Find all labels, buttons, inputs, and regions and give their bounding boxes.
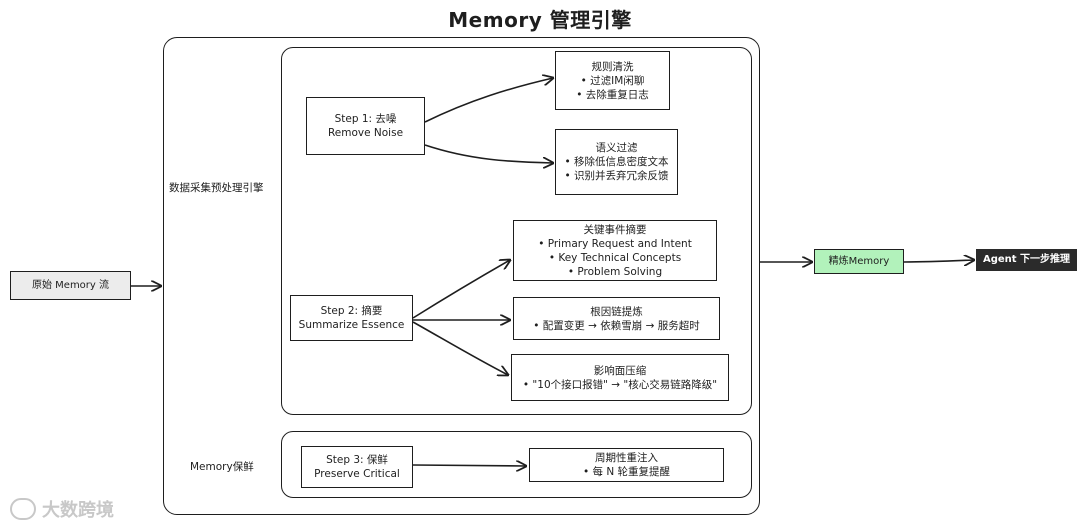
memory-keep-label: Memory保鲜 [190, 461, 254, 473]
memory-engine-container [163, 37, 760, 515]
rule-clean-title: 规则清洗 [591, 60, 634, 73]
watermark-logo-icon [10, 498, 36, 520]
memory-keep-container [281, 431, 752, 498]
step2-node: Step 2: 摘要 Summarize Essence [290, 295, 413, 341]
step1-node: Step 1: 去噪 Remove Noise [306, 97, 425, 155]
engine-label: 数据采集预处理引擎 [169, 182, 264, 194]
watermark-text: 大数跨境 [42, 500, 114, 521]
impact-title: 影响面压缩 [593, 364, 647, 377]
step1-line1: Step 1: 去噪 [334, 113, 397, 125]
semantic-filter-title: 语义过滤 [595, 142, 638, 154]
reinject-title: 周期性重注入 [595, 452, 658, 464]
rule-clean-item: • 过滤IM闲聊 [580, 74, 645, 87]
arrow-step1-to-semantic [424, 144, 553, 163]
reinject-node: 周期性重注入 • 每 N 轮重复提醒 [529, 448, 724, 482]
agent-node: Agent 下一步推理 [976, 249, 1077, 271]
key-events-item: • Key Technical Concepts [548, 251, 682, 264]
key-events-title: 关键事件摘要 [583, 223, 647, 236]
arrow-step2-to-impact [412, 321, 508, 375]
rule-clean-item: • 去除重复日志 [576, 88, 649, 101]
arrow-refined-to-agent [903, 260, 974, 262]
root-cause-node: 根因链提炼 • 配置变更 → 依赖雪崩 → 服务超时 [513, 297, 720, 340]
rule-clean-node: 规则清洗 • 过滤IM闲聊 • 去除重复日志 [555, 51, 670, 110]
key-events-item: • Primary Request and Intent [538, 237, 692, 250]
diagram-title: Memory 管理引擎 [448, 8, 632, 32]
preprocess-engine-container [281, 47, 752, 415]
impact-item: • "10个接口报错" → "核心交易链路降级" [522, 378, 718, 391]
key-events-item: • Problem Solving [567, 265, 663, 278]
step3-line1: Step 3: 保鲜 [326, 454, 388, 466]
key-events-node: 关键事件摘要 • Primary Request and Intent • Ke… [513, 220, 717, 281]
impact-node: 影响面压缩 • "10个接口报错" → "核心交易链路降级" [511, 354, 729, 401]
arrow-step2-to-key-events [412, 260, 510, 319]
semantic-filter-node: 语义过滤 • 移除低信息密度文本 • 识别并丢弃冗余反馈 [555, 129, 678, 195]
reinject-item: • 每 N 轮重复提醒 [582, 466, 671, 478]
refined-memory-label: 精炼Memory [828, 255, 890, 267]
arrow-step1-to-rule [424, 78, 553, 123]
step3-node: Step 3: 保鲜 Preserve Critical [301, 446, 413, 488]
step1-line2: Remove Noise [327, 127, 404, 139]
step2-line2: Summarize Essence [298, 319, 405, 331]
step2-line1: Step 2: 摘要 [320, 305, 383, 317]
root-cause-title: 根因链提炼 [590, 305, 643, 318]
root-cause-item: • 配置变更 → 依赖雪崩 → 服务超时 [533, 319, 700, 332]
semantic-filter-item: • 移除低信息密度文本 [564, 156, 669, 168]
agent-label: Agent 下一步推理 [982, 254, 1071, 265]
input-node: 原始 Memory 流 [10, 271, 131, 300]
input-node-label: 原始 Memory 流 [31, 279, 110, 291]
refined-memory-node: 精炼Memory [814, 249, 904, 274]
semantic-filter-item: • 识别并丢弃冗余反馈 [564, 170, 669, 182]
step3-line2: Preserve Critical [314, 468, 400, 480]
watermark: 大数跨境 [10, 496, 114, 522]
arrow-step3-to-reinject [412, 465, 526, 466]
